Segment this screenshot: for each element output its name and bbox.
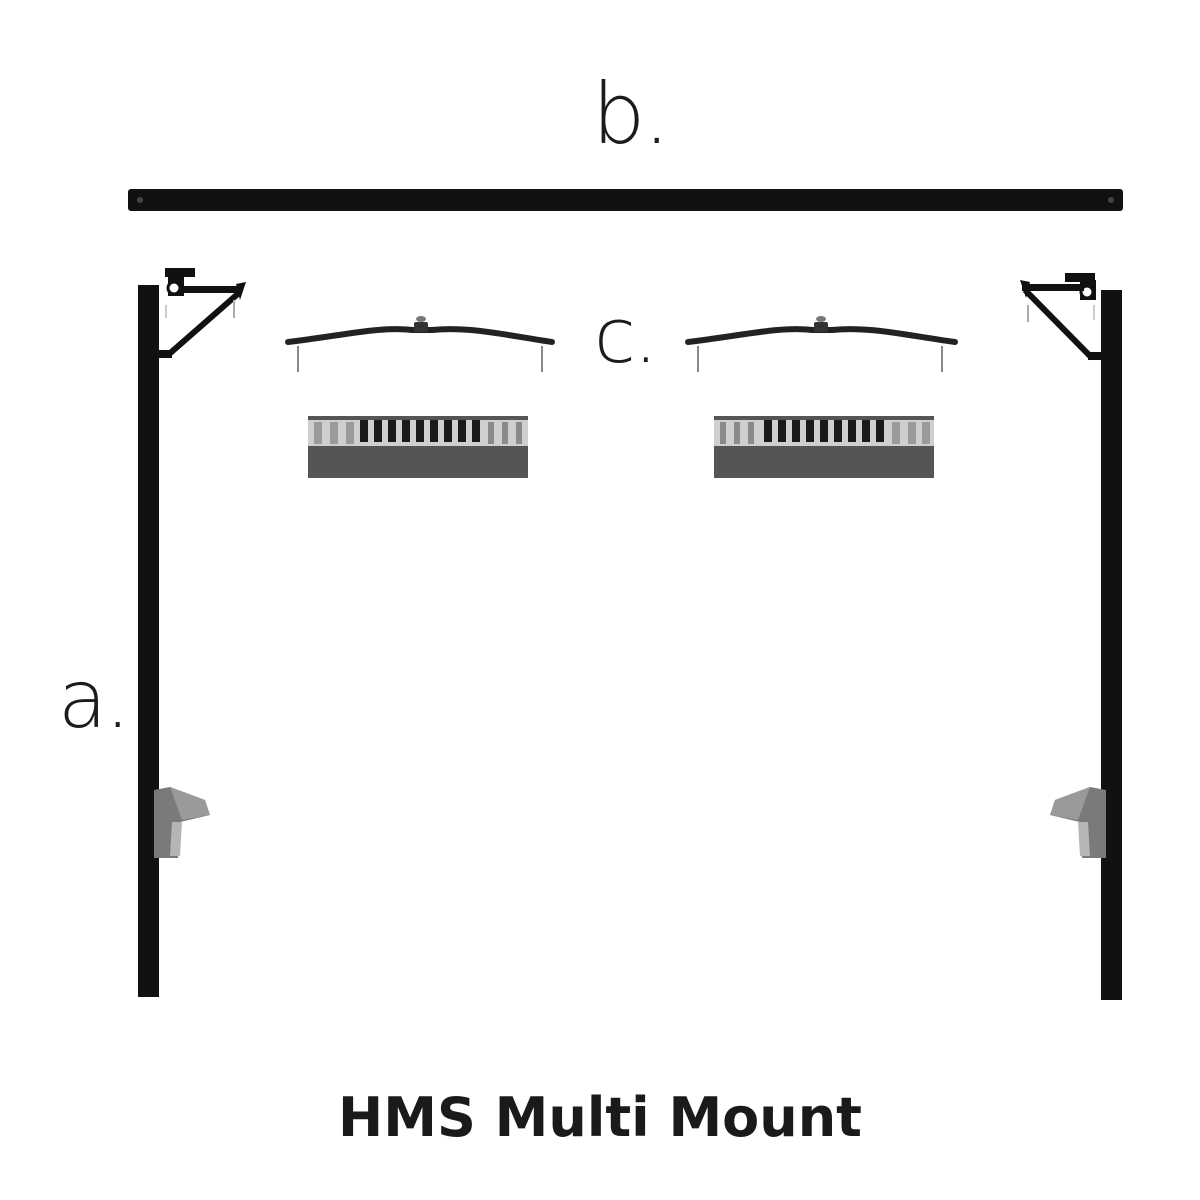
right-light-fixture [714,416,934,478]
part-label-a: a. [58,653,130,746]
part-label-c: c. [594,291,658,380]
crossbar-part-b [128,189,1123,211]
left-hanger-arm-part-c [285,316,555,372]
diagram-title: HMS Multi Mount [338,1086,862,1149]
right-post-part-a [1020,273,1122,1000]
left-light-fixture [308,416,528,478]
right-hanger-arm-part-c [685,316,958,372]
left-post-part-a [138,268,246,997]
part-label-b: b. [592,65,670,163]
